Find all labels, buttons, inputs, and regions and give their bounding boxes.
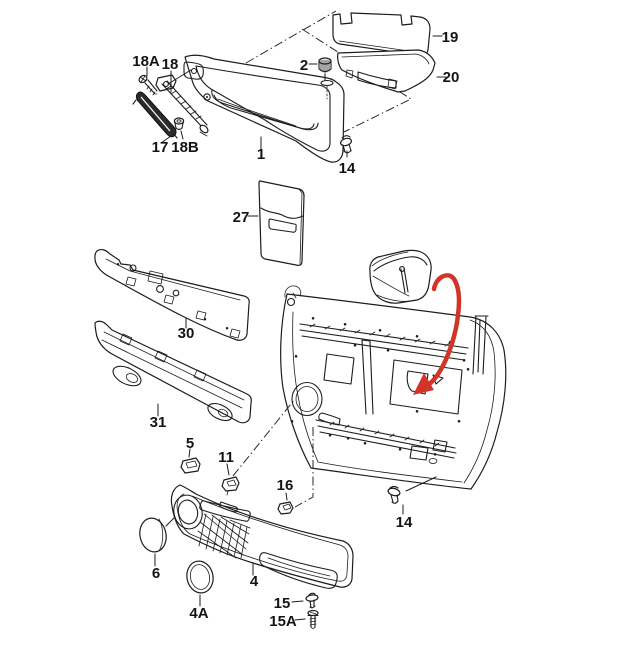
- projection-line: [294, 427, 314, 508]
- part-31-carrier-panel: [94, 320, 252, 424]
- callout-18A: 18A: [132, 53, 160, 70]
- part-14-top-clip: [340, 135, 352, 154]
- callout-4A: 4A: [189, 605, 208, 622]
- construction-lines-top: [245, 10, 413, 133]
- door-inner-panel: [280, 285, 507, 490]
- part-19-panel: [332, 12, 431, 57]
- callout-19: 19: [442, 29, 459, 46]
- callout-27: 27: [233, 209, 250, 226]
- part-5-clip: [180, 457, 201, 474]
- callout-17: 17: [152, 139, 169, 156]
- callout-15: 15: [274, 595, 291, 612]
- callout-5: 5: [186, 435, 194, 452]
- door-pull-handle-part: [369, 249, 432, 304]
- leader-lines: [146, 35, 447, 621]
- part-1-armrest-trim: [183, 54, 345, 163]
- callout-11: 11: [218, 449, 234, 466]
- part-15A-screw: [307, 609, 319, 629]
- callout-20: 20: [443, 69, 460, 86]
- part-30-bracket-panel: [94, 248, 250, 341]
- callout-18: 18: [162, 56, 179, 73]
- part-18A-screw: [138, 74, 158, 96]
- callout-1: 1: [257, 146, 265, 163]
- part-6-speaker-cover: [139, 517, 167, 553]
- part-14-bottom-clip: [387, 476, 437, 504]
- callout-14-bottom: 14: [396, 514, 413, 531]
- callout-16: 16: [277, 477, 294, 494]
- part-27-pocket-lid: [258, 180, 305, 266]
- part-17-trim-strip: [132, 91, 178, 139]
- callout-15A: 15A: [269, 613, 297, 630]
- callout-18B: 18B: [171, 139, 199, 156]
- callout-2: 2: [300, 57, 308, 74]
- callout-31: 31: [150, 414, 167, 431]
- callout-30: 30: [178, 325, 195, 342]
- part-11-clip: [221, 476, 240, 496]
- callout-labels: 18A 18 2 19 20 17 18B 1 14 27 30 31 5 11…: [132, 29, 459, 630]
- construction-lines-bottom: [232, 398, 314, 508]
- projection-line: [245, 10, 337, 64]
- part-2-screw: [318, 57, 334, 100]
- part-4-lower-trim-panel: [170, 484, 354, 589]
- callout-6: 6: [152, 565, 160, 582]
- part-15-push-rivet: [305, 592, 319, 609]
- red-installation-arrow-icon: [413, 273, 462, 395]
- part-18B-nut: [173, 117, 185, 131]
- callout-4: 4: [250, 573, 259, 590]
- part-4A-speaker-ring: [186, 560, 214, 594]
- part-20-tray: [337, 49, 436, 93]
- part-16-clip: [277, 501, 294, 515]
- callout-14-top: 14: [339, 160, 356, 177]
